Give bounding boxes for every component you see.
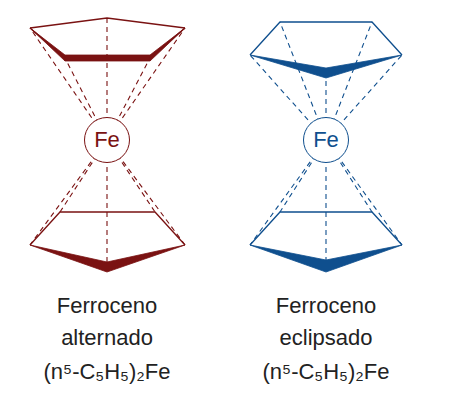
- compound-formula: (n⁵-C₅H₅)₂Fe: [226, 356, 426, 388]
- staggered-ferrocene: [30, 18, 185, 272]
- compound-name: Ferroceno eclipsado: [256, 290, 396, 354]
- element-symbol: Fe: [313, 129, 339, 151]
- element-symbol: Fe: [94, 129, 120, 151]
- compound-name: Ferroceno alternado: [37, 290, 177, 354]
- metal-circle: Fe: [303, 117, 349, 163]
- metal-circle: Fe: [84, 117, 130, 163]
- compound-formula: (n⁵-C₅H₅)₂Fe: [7, 356, 207, 388]
- eclipsed-ferrocene: [250, 22, 402, 272]
